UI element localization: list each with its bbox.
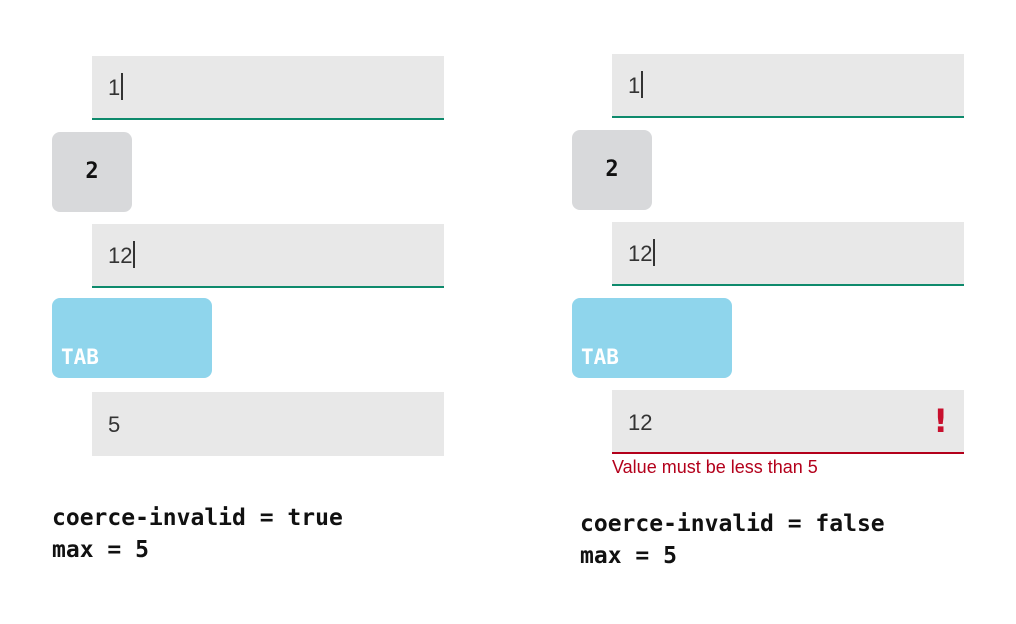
config-line-max: max = 5: [580, 543, 677, 569]
key-tab: TAB: [572, 298, 732, 378]
number-input-step-2[interactable]: 12: [92, 224, 444, 288]
number-input-result-invalid[interactable]: 12 !: [612, 390, 964, 454]
number-input-result[interactable]: 5: [92, 392, 444, 456]
number-input-step-1[interactable]: 1: [92, 56, 444, 120]
input-value: 12: [628, 410, 653, 435]
config-label: coerce-invalid = false max = 5: [580, 508, 885, 572]
text-caret: [121, 73, 124, 100]
config-line-coerce: coerce-invalid = true: [52, 505, 343, 531]
input-value: 12: [108, 224, 136, 286]
input-value: 12: [628, 222, 656, 284]
text-caret: [653, 239, 656, 266]
exclamation-icon: !: [933, 402, 948, 440]
text-caret: [641, 71, 644, 98]
key-tab: TAB: [52, 298, 212, 378]
key-2: 2: [572, 130, 652, 210]
config-line-coerce: coerce-invalid = false: [580, 511, 885, 537]
input-value: 5: [108, 412, 121, 437]
text-caret: [133, 241, 136, 268]
config-label: coerce-invalid = true max = 5: [52, 502, 343, 566]
number-input-step-1[interactable]: 1: [612, 54, 964, 118]
input-value: 1: [108, 56, 124, 118]
number-input-step-2[interactable]: 12: [612, 222, 964, 286]
key-2: 2: [52, 132, 132, 212]
input-value: 1: [628, 54, 644, 116]
config-line-max: max = 5: [52, 537, 149, 563]
error-message: Value must be less than 5: [612, 457, 818, 477]
